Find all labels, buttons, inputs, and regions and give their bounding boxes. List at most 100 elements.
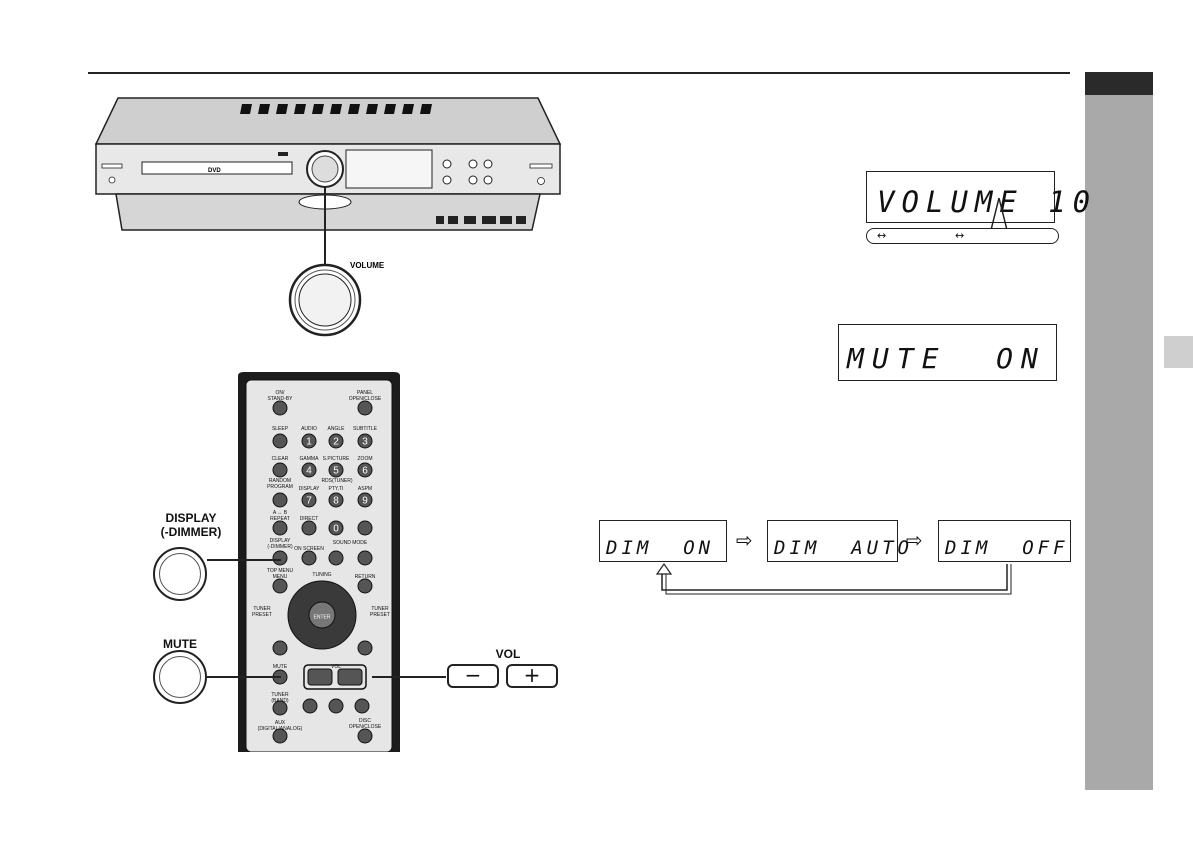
remote-label-audio: AUDIO bbox=[301, 426, 317, 432]
random-program-button[interactable] bbox=[272, 492, 288, 508]
disc-open-close-button[interactable] bbox=[357, 728, 373, 744]
display-dimmer-callout: DISPLAY (-DIMMER) bbox=[160, 511, 222, 539]
remote-label-subtitle: SUBTITLE bbox=[353, 426, 378, 432]
tuner-band-button[interactable] bbox=[272, 700, 288, 716]
mute-display-text: MUTE ON bbox=[847, 342, 1046, 375]
number-1-button[interactable] bbox=[301, 433, 317, 449]
section-tab-header bbox=[1085, 72, 1153, 95]
remote-label-tuner-band: TUNER bbox=[271, 692, 289, 698]
remote-label-zoom: ZOOM bbox=[358, 456, 373, 462]
vol-leader-line bbox=[372, 676, 446, 678]
remote-label-on-screen: ON SCREEN bbox=[294, 546, 324, 552]
number-9-button[interactable] bbox=[357, 492, 373, 508]
number-6-button-label: 6 bbox=[362, 466, 368, 477]
remote-label-a-b-repeat: A ↔ B bbox=[273, 510, 288, 516]
section-marker bbox=[1164, 336, 1193, 368]
remote-label-gamma: GAMMA bbox=[300, 456, 320, 462]
remote-label-clear: CLEAR bbox=[272, 456, 289, 462]
dim-off-display: DIM OFF bbox=[938, 520, 1071, 562]
remote-label-angle: ANGLE bbox=[328, 426, 346, 432]
play-button[interactable] bbox=[354, 698, 370, 714]
sequence-arrow-icon: ⇨ bbox=[906, 528, 923, 552]
top-menu-button[interactable] bbox=[272, 578, 288, 594]
dim-off-text: DIM OFF bbox=[945, 537, 1069, 559]
remote-label-pty-ti: PTY,TI bbox=[329, 486, 344, 492]
remote-label-sleep: SLEEP bbox=[272, 426, 289, 432]
dim-on-display: DIM ON bbox=[599, 520, 727, 562]
panel-open-close-button[interactable] bbox=[357, 400, 373, 416]
volume-level-display: VOLUME 10 bbox=[866, 171, 1090, 223]
mute-button-enlarged[interactable] bbox=[153, 650, 207, 704]
skip-forward-button[interactable] bbox=[357, 640, 373, 656]
main-unit-illustration: DVD VOLUME bbox=[94, 97, 562, 337]
remote-label-tuner-preset-left: PRESET bbox=[252, 612, 272, 618]
number-7-button[interactable] bbox=[301, 492, 317, 508]
volume-display-text: VOLUME 10 bbox=[877, 185, 1098, 219]
sound-mode-button-2[interactable] bbox=[357, 550, 373, 566]
plus-10-button[interactable] bbox=[357, 520, 373, 536]
number-4-button[interactable] bbox=[301, 462, 317, 478]
enter-button-label: ENTER bbox=[314, 615, 331, 621]
vol-plus-button[interactable] bbox=[337, 668, 363, 686]
remote-label-on-standby: ON/ bbox=[276, 390, 286, 396]
mute-leader-line bbox=[207, 676, 281, 678]
range-arrow-right: ↔ bbox=[955, 229, 965, 242]
display-dimmer-button[interactable] bbox=[272, 550, 288, 566]
number-0-button[interactable] bbox=[328, 520, 344, 536]
direct-button[interactable] bbox=[301, 520, 317, 536]
sequence-return-arrow bbox=[655, 562, 1012, 595]
volume-range-indicator: ↔ ↔ bbox=[866, 228, 1059, 244]
number-4-button-label: 4 bbox=[306, 466, 312, 477]
number-0-button-label: 0 bbox=[333, 524, 339, 535]
remote-label-return: RETURN bbox=[355, 574, 376, 580]
sleep-button[interactable] bbox=[272, 433, 288, 449]
pause-button[interactable] bbox=[302, 698, 318, 714]
remote-label-s-picture: S.PICTURE bbox=[323, 456, 350, 462]
vol-minus-key-enlarged[interactable]: − bbox=[447, 664, 499, 688]
a-b-repeat-button[interactable] bbox=[272, 520, 288, 536]
number-9-button-label: 9 bbox=[362, 496, 368, 507]
top-rule bbox=[88, 72, 1070, 74]
remote-label-top-menu: MENU bbox=[273, 574, 288, 580]
remote-label-tuner-preset-right: PRESET bbox=[370, 612, 390, 618]
return-button[interactable] bbox=[357, 578, 373, 594]
remote-label-disc-open-close: DISC bbox=[359, 718, 371, 724]
remote-label-random-program: PROGRAM bbox=[267, 484, 293, 490]
vol-minus-button[interactable] bbox=[307, 668, 333, 686]
on-standby-button[interactable] bbox=[272, 400, 288, 416]
skip-back-button[interactable] bbox=[272, 640, 288, 656]
volume-level-pointer bbox=[990, 197, 1008, 231]
remote-label-display-dimmer: DISPLAY bbox=[270, 538, 291, 544]
vol-plus-key-enlarged[interactable]: + bbox=[506, 664, 558, 688]
clear-button[interactable] bbox=[272, 462, 288, 478]
vol-button-group bbox=[303, 664, 367, 690]
number-7-button-label: 7 bbox=[306, 496, 312, 507]
dim-on-text: DIM ON bbox=[606, 537, 715, 559]
remote-label-sound-mode: SOUND MODE bbox=[333, 540, 368, 546]
number-3-button[interactable] bbox=[357, 433, 373, 449]
display-dimmer-button-enlarged[interactable] bbox=[153, 547, 207, 601]
panel-dvd-logo: DVD bbox=[208, 168, 221, 174]
number-5-button-label: 5 bbox=[333, 466, 339, 477]
enter-button[interactable] bbox=[308, 601, 336, 629]
number-6-button[interactable] bbox=[357, 462, 373, 478]
number-2-button[interactable] bbox=[328, 433, 344, 449]
number-5-button[interactable] bbox=[328, 462, 344, 478]
aux-button[interactable] bbox=[272, 728, 288, 744]
number-3-button-label: 3 bbox=[362, 437, 368, 448]
remote-label-aspm: ASPM bbox=[358, 486, 372, 492]
number-1-button-label: 1 bbox=[306, 437, 312, 448]
on-screen-button[interactable] bbox=[301, 550, 317, 566]
remote-label-top-menu: TOP MENU bbox=[267, 568, 294, 574]
remote-label-panel-open-close: PANEL bbox=[357, 390, 373, 396]
remote-label-disc-open-close: OPEN/CLOSE bbox=[349, 724, 382, 730]
number-8-button-label: 8 bbox=[333, 496, 339, 507]
remote-label-panel-open-close: OPEN/CLOSE bbox=[349, 396, 382, 402]
dim-auto-text: DIM AUTO bbox=[774, 537, 913, 559]
display-leader-line bbox=[207, 559, 281, 561]
stop-button[interactable] bbox=[328, 698, 344, 714]
number-8-button[interactable] bbox=[328, 492, 344, 508]
sound-mode-button-1[interactable] bbox=[328, 550, 344, 566]
remote-label-direct: DIRECT bbox=[300, 516, 319, 522]
